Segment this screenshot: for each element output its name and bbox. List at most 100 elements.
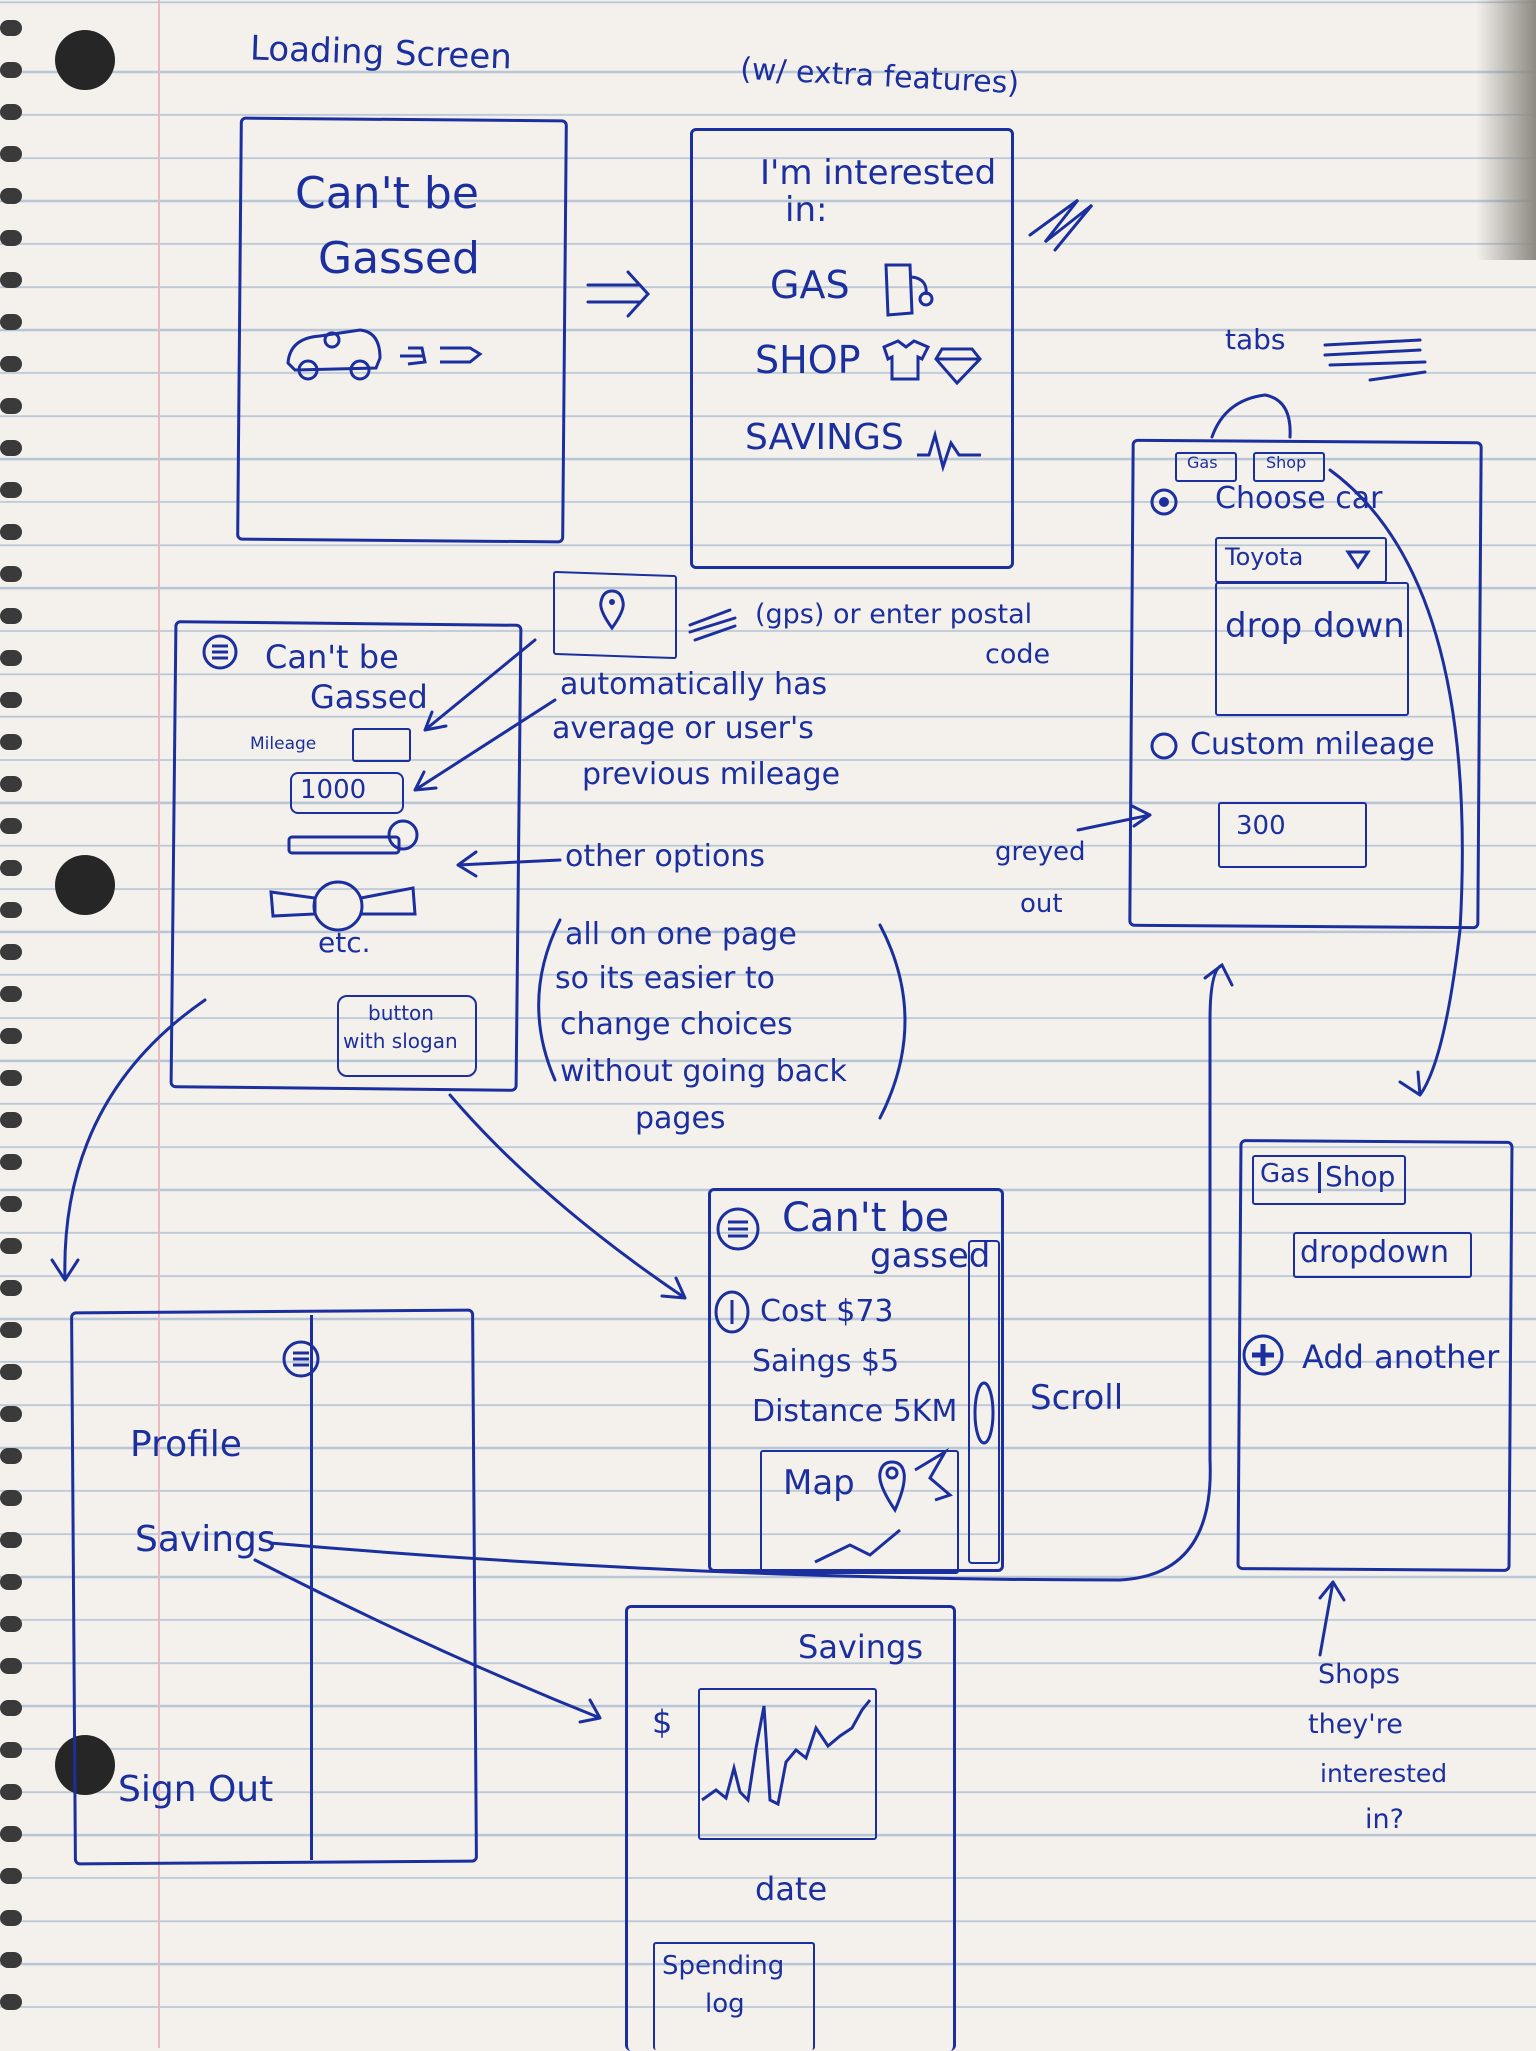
binder-hole bbox=[55, 30, 115, 90]
annotation-page-line5: pages bbox=[635, 1101, 726, 1136]
annotation-scroll: Scroll bbox=[1030, 1378, 1124, 1418]
add-another-label[interactable]: Add another bbox=[1302, 1338, 1500, 1376]
tab-shop-label: Shop bbox=[1266, 453, 1307, 472]
spiral-ring bbox=[0, 944, 22, 960]
car-icon bbox=[286, 328, 483, 381]
map-pin-icon bbox=[814, 1447, 953, 1564]
annotation-greyed-line2: out bbox=[1020, 889, 1063, 919]
annotation-shops-line3: interested bbox=[1320, 1759, 1448, 1788]
tab-shop[interactable] bbox=[1253, 452, 1325, 482]
plus-circle-icon[interactable] bbox=[1240, 1332, 1286, 1378]
spiral-ring bbox=[0, 1952, 22, 1968]
hamburger-menu-icon[interactable] bbox=[714, 1205, 762, 1253]
mileage-small-box[interactable] bbox=[352, 728, 411, 762]
custom-mileage-input[interactable] bbox=[1218, 802, 1367, 868]
page-corner-shadow bbox=[1476, 0, 1536, 260]
menu-item-savings[interactable]: Savings bbox=[135, 1519, 276, 1560]
spiral-ring bbox=[0, 902, 22, 918]
interests-screen-frame bbox=[690, 128, 1014, 569]
spending-log-button[interactable] bbox=[653, 1942, 815, 2050]
savings-chart-frame bbox=[698, 1688, 877, 1840]
spiral-ring bbox=[0, 1994, 22, 2010]
savings-x-label: date bbox=[755, 1870, 828, 1908]
shirt-and-gem-icon bbox=[882, 339, 982, 386]
slogan-button-line1: button bbox=[368, 1001, 434, 1025]
tab-gas[interactable] bbox=[1175, 452, 1237, 482]
menu-item-profile[interactable]: Profile bbox=[130, 1424, 242, 1465]
info-icon[interactable] bbox=[712, 1288, 752, 1336]
spiral-ring bbox=[0, 440, 22, 456]
spiral-ring bbox=[0, 524, 22, 540]
spending-log-line1: Spending bbox=[662, 1951, 785, 1981]
spiral-ring bbox=[0, 188, 22, 204]
interest-option-savings[interactable]: SAVINGS bbox=[745, 417, 904, 458]
spiral-ring bbox=[0, 860, 22, 876]
scrollbar-thumb[interactable] bbox=[972, 1378, 996, 1448]
spiral-ring bbox=[0, 1658, 22, 1674]
annotation-page-line2: so its easier to bbox=[555, 961, 776, 996]
savings-y-label: $ bbox=[652, 1703, 673, 1741]
annotation-tabs: tabs bbox=[1225, 323, 1286, 356]
map-label: Map bbox=[783, 1463, 855, 1503]
spiral-ring bbox=[0, 1616, 22, 1632]
spiral-ring bbox=[0, 230, 22, 246]
scrollbar-track[interactable] bbox=[968, 1240, 1000, 1564]
shop-dropdown[interactable] bbox=[1293, 1232, 1472, 1278]
annotation-greyed-line1: greyed bbox=[995, 837, 1086, 867]
custom-mileage-value: 300 bbox=[1236, 811, 1286, 841]
spiral-ring bbox=[0, 1280, 22, 1296]
annotation-auto-line1: automatically has bbox=[560, 667, 828, 702]
spiral-ring bbox=[0, 398, 22, 414]
slider-control[interactable] bbox=[285, 815, 425, 865]
shop-tab-gas[interactable]: Gas bbox=[1260, 1159, 1310, 1189]
binder-hole bbox=[55, 855, 115, 915]
spiral-ring bbox=[0, 20, 22, 36]
custom-mileage-label: Custom mileage bbox=[1190, 727, 1435, 762]
loading-title-line1: Can't be bbox=[295, 168, 479, 219]
hamburger-menu-icon[interactable] bbox=[200, 632, 240, 672]
spiral-ring bbox=[0, 776, 22, 792]
annotation-page-line3: change choices bbox=[560, 1007, 793, 1042]
location-note-line1: (gps) or enter postal bbox=[755, 599, 1033, 630]
shop-tab-shop[interactable]: Shop bbox=[1318, 1161, 1395, 1193]
spiral-ring bbox=[0, 1868, 22, 1884]
results-distance: Distance 5KM bbox=[752, 1394, 958, 1429]
spiral-ring bbox=[0, 1070, 22, 1086]
mileage-input[interactable] bbox=[290, 772, 404, 814]
spiral-ring bbox=[0, 356, 22, 372]
dropdown-label: drop down bbox=[1225, 606, 1405, 646]
spiral-ring bbox=[0, 692, 22, 708]
results-cost: Cost $73 bbox=[760, 1294, 894, 1329]
menu-item-sign-out[interactable]: Sign Out bbox=[118, 1769, 274, 1810]
car-select-value: Toyota bbox=[1225, 543, 1304, 571]
interest-option-gas[interactable]: GAS bbox=[770, 263, 850, 307]
results-screen-frame bbox=[708, 1188, 1004, 1572]
hamburger-menu-icon[interactable] bbox=[280, 1338, 322, 1380]
radio-unselected-icon[interactable] bbox=[1148, 730, 1180, 762]
shop-dropdown-label: dropdown bbox=[1300, 1235, 1450, 1270]
car-dropdown-list[interactable] bbox=[1215, 582, 1409, 716]
slogan-button-line2: with slogan bbox=[343, 1029, 458, 1053]
shop-tabs[interactable] bbox=[1252, 1155, 1406, 1205]
spiral-ring bbox=[0, 608, 22, 624]
slider-control[interactable] bbox=[265, 870, 425, 940]
interests-prompt-line1: I'm interested bbox=[760, 153, 997, 193]
interest-option-shop[interactable]: SHOP bbox=[755, 338, 861, 382]
tab-gas-label: Gas bbox=[1187, 453, 1218, 472]
spiral-ring bbox=[0, 1574, 22, 1590]
loading-title-line2: Gassed bbox=[318, 233, 480, 284]
trend-line-icon bbox=[917, 429, 981, 473]
spiral-ring bbox=[0, 146, 22, 162]
spiral-ring bbox=[0, 818, 22, 834]
form-title-line1: Can't be bbox=[265, 638, 399, 676]
spiral-ring bbox=[0, 1196, 22, 1212]
slogan-button[interactable] bbox=[337, 995, 477, 1077]
menu-divider bbox=[310, 1315, 313, 1860]
annotation-shops-line1: Shops bbox=[1318, 1659, 1400, 1690]
binder-hole bbox=[55, 1735, 115, 1795]
spiral-ring bbox=[0, 986, 22, 1002]
annotation-shops-line4: in? bbox=[1365, 1804, 1404, 1835]
interests-prompt-line2: in: bbox=[785, 190, 828, 230]
map-panel[interactable] bbox=[760, 1450, 959, 1574]
radio-selected-icon[interactable] bbox=[1148, 486, 1180, 518]
